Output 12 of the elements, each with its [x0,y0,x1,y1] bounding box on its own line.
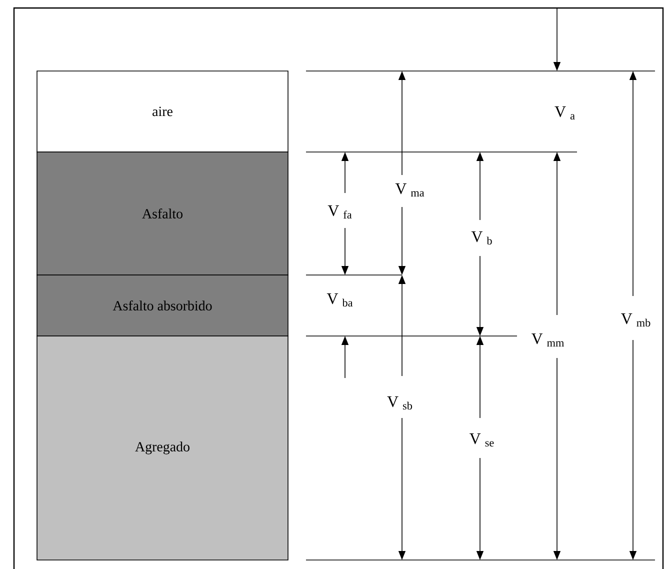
volume-label: V $_{sb}$ [386,395,414,411]
layer-box: Asfalto absorbido [36,274,288,336]
volume-label: V $_{mm}$ [530,332,566,348]
volume-label: V $_{a}$ [554,105,576,121]
volume-label: V $_{fa}$ [326,204,354,220]
layer-box: Agregado [36,336,288,560]
volume-label: V $_{se}$ [468,432,496,448]
volume-label: V $_{b}$ [470,230,494,246]
volume-label: V $_{ba}$ [326,292,354,308]
layer-box: aire [36,70,288,152]
volume-label: V $_{mb}$ [620,312,652,328]
volume-label: V $_{ma}$ [394,182,426,198]
